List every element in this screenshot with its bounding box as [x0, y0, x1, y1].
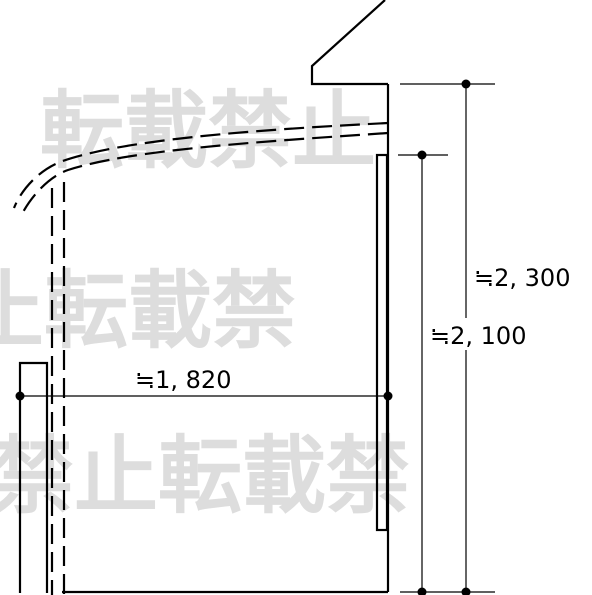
watermark-row-1: 転載禁止	[40, 82, 376, 180]
opening-height-label: ≒2, 100	[430, 322, 526, 350]
dim-dot	[15, 391, 25, 401]
left-post	[18, 361, 49, 593]
door-panel	[375, 153, 389, 532]
awning-outer-dashed	[12, 121, 389, 209]
watermark: 転載禁止 止転載禁 禁止転載禁	[0, 82, 410, 525]
watermark-row-3: 禁止転載禁	[0, 427, 410, 525]
awning-inner-dashed	[21, 131, 389, 215]
dimension-dots	[15, 79, 471, 595]
eave-outline	[310, 0, 388, 86]
watermark-row-2: 止転載禁	[0, 262, 296, 360]
width-label: ≒1, 820	[135, 366, 231, 394]
dim-dot	[461, 587, 471, 595]
dim-dot	[417, 150, 427, 160]
structure-lines	[12, 0, 390, 595]
overall-height-label: ≒2, 300	[474, 264, 570, 292]
dim-dot	[383, 391, 393, 401]
dim-dot	[417, 587, 427, 595]
dim-dot	[461, 79, 471, 89]
